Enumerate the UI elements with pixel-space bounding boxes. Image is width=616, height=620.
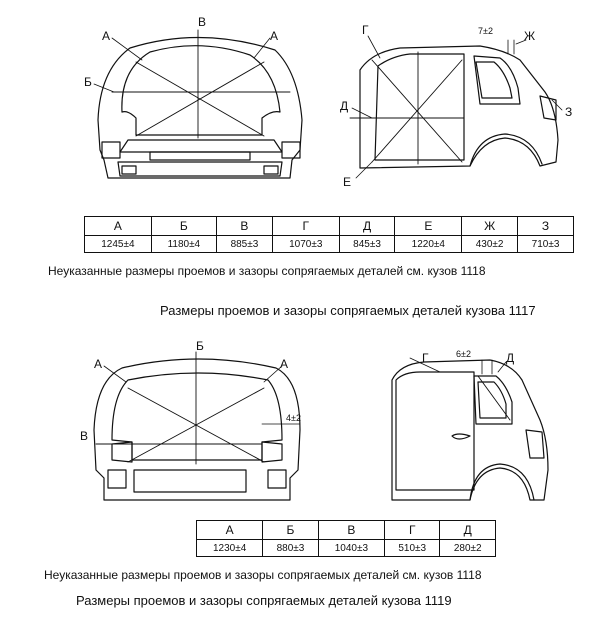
table-header-cell: Ж — [461, 216, 519, 236]
label-gap-side-1119: 6±2 — [456, 349, 471, 359]
note-1119: Неуказанные размеры проемов и зазоры соп… — [44, 568, 482, 582]
label-gap-side-1117: 7±2 — [478, 26, 493, 36]
table-value-cell: 1070±3 — [271, 235, 340, 253]
label-g-side-1119: Г — [422, 351, 429, 365]
table-header-cell: Г — [271, 216, 340, 236]
table-header-cell: Б — [262, 520, 319, 540]
table-value-cell: 710±3 — [517, 235, 574, 253]
table-value-cell: 885±3 — [215, 235, 273, 253]
table-value-row: 1245±4 1180±4 885±3 1070±3 845±3 1220±4 … — [84, 235, 574, 253]
dimensions-table-1119: А Б В Г Д 1230±4 880±3 1040±3 510±3 280±… — [195, 520, 496, 557]
dimensions-table-1117: А Б В Г Д Е Ж З 1245±4 1180±4 885±3 1070… — [84, 216, 574, 253]
table-value-cell: 430±2 — [461, 235, 519, 253]
label-gap-rear-1119: 4±2 — [286, 413, 301, 423]
table-value-row: 1230±4 880±3 1040±3 510±3 280±2 — [195, 539, 496, 557]
note-1117: Неуказанные размеры проемов и зазоры соп… — [48, 264, 486, 278]
label-e-side-1117: Е — [343, 175, 352, 189]
label-a-left-rear-1119: А — [94, 357, 103, 371]
label-d-side-1119: Д — [506, 351, 515, 365]
table-header-cell: Е — [394, 216, 463, 236]
label-z-side-1117: З — [565, 105, 573, 119]
title-1119: Размеры проемов и зазоры сопрягаемых дет… — [76, 593, 452, 608]
table-value-cell: 1220±4 — [394, 235, 463, 253]
table-header-cell: Г — [383, 520, 441, 540]
table-header-cell: А — [195, 520, 264, 540]
table-header-cell: Д — [439, 520, 496, 540]
table-value-cell: 880±3 — [262, 539, 319, 557]
table-header-cell: А — [84, 216, 152, 236]
table-value-cell: 1245±4 — [84, 235, 152, 253]
label-a-right-rear-1119: А — [280, 357, 289, 371]
table-value-cell: 1180±4 — [150, 235, 217, 253]
table-header-cell: Д — [338, 216, 396, 236]
table-header-cell: Б — [150, 216, 217, 236]
label-b-rear-1119: Б — [196, 339, 204, 353]
title-1117: Размеры проемов и зазоры сопрягаемых дет… — [160, 303, 536, 318]
label-g-side-1117: Г — [362, 23, 369, 37]
table-value-cell: 1040±3 — [317, 539, 385, 557]
label-v-rear-1119: В — [80, 429, 89, 443]
table-value-cell: 510±3 — [383, 539, 441, 557]
table-header-cell: В — [215, 216, 273, 236]
label-b-rear-1117: Б — [84, 75, 92, 89]
side-view-1117 — [349, 35, 563, 179]
table-header-cell: З — [517, 216, 574, 236]
label-zh-side-1117: Ж — [524, 29, 536, 43]
label-v-rear-1117: В — [198, 15, 207, 29]
table-value-cell: 845±3 — [338, 235, 396, 253]
side-view-1119 — [391, 357, 549, 501]
table-value-cell: 280±2 — [439, 539, 496, 557]
label-d-side-1117: Д — [340, 99, 349, 113]
table-value-cell: 1230±4 — [195, 539, 264, 557]
table-header-row: А Б В Г Д — [195, 520, 496, 540]
rear-view-1119 — [93, 351, 301, 501]
table-header-cell: В — [317, 520, 385, 540]
label-a-left-rear-1117: А — [102, 29, 111, 43]
rear-view-1117 — [93, 29, 303, 179]
table-header-row: А Б В Г Д Е Ж З — [84, 216, 574, 236]
label-a-right-rear-1117: А — [270, 29, 279, 43]
